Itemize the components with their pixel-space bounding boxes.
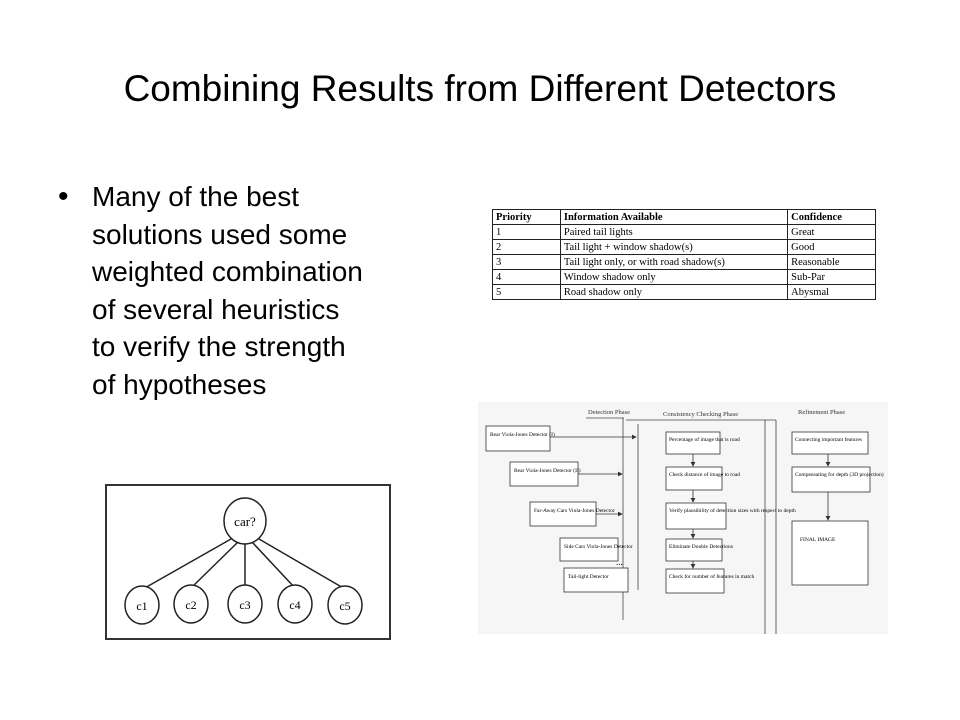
tree-child-node: c5 xyxy=(327,585,363,625)
header-confidence: Confidence xyxy=(787,209,876,225)
check-label: Eliminate Double Detections xyxy=(669,544,733,550)
bullet-line: weighted combination xyxy=(92,256,363,287)
cell-priority: 5 xyxy=(492,284,561,300)
table-row: 2 Tail light + window shadow(s) Good xyxy=(492,239,876,255)
detector-label: Rear Viola-Jones Detector (I) xyxy=(490,431,555,438)
cell-information: Window shadow only xyxy=(559,269,789,285)
final-image-box: FINAL IMAGE xyxy=(791,520,869,586)
detector-label: Side Cars Viola-Jones Detector xyxy=(564,544,633,550)
bullet-marker: • xyxy=(58,180,69,213)
tree-child-label: c3 xyxy=(239,598,250,612)
tree-edges xyxy=(142,538,346,590)
bullet-line: of hypotheses xyxy=(92,368,267,400)
final-image-label: FINAL IMAGE xyxy=(800,537,836,543)
flowchart-ellipsis: ... xyxy=(616,557,623,567)
detector-label: Far-Away Cars Viola-Jones Detector xyxy=(534,508,615,514)
bullet-text: Many of the best solutions used some wei… xyxy=(92,178,462,403)
table-row: 3 Tail light only, or with road shadow(s… xyxy=(492,254,876,270)
check-box: Verify plausibility of detection sizes w… xyxy=(665,502,796,530)
tree-child-node: c3 xyxy=(227,584,263,624)
tree-child-node: c4 xyxy=(277,584,313,624)
check-label: Check distance of image to road xyxy=(669,471,740,478)
check-box: Check for number of features in match xyxy=(665,568,754,594)
cell-information: Paired tail lights xyxy=(559,224,789,240)
tree-child-node: c2 xyxy=(173,584,209,624)
detector-box: Rear Viola-Jones Detector (II) xyxy=(509,461,581,487)
bullet-line: Many of the best xyxy=(92,181,300,212)
check-label: Check for number of features in match xyxy=(669,573,754,580)
detector-box: Tail-light Detector xyxy=(563,567,629,593)
phase-label-consistency: Consistency Checking Phase xyxy=(663,411,738,418)
cell-priority: 4 xyxy=(492,269,561,285)
check-label: Percentage of image that is road xyxy=(669,436,740,443)
detector-label: Rear Viola-Jones Detector (II) xyxy=(514,467,581,474)
check-box: Eliminate Double Detections xyxy=(665,538,733,562)
cell-information: Tail light + window shadow(s) xyxy=(559,239,789,255)
tree-diagram: car? c1 c2 c3 c4 c5 xyxy=(105,484,391,640)
cell-confidence: Good xyxy=(787,239,876,255)
phase-label-refinement: Refinement Phase xyxy=(798,409,845,416)
cell-confidence: Abysmal xyxy=(787,284,876,300)
header-information: Information Available xyxy=(559,209,789,225)
detector-box: Rear Viola-Jones Detector (I) xyxy=(485,425,555,452)
header-priority: Priority xyxy=(492,209,561,225)
cell-priority: 1 xyxy=(492,224,561,240)
cell-priority: 2 xyxy=(492,239,561,255)
phase-label-detection: Detection Phase xyxy=(588,409,630,416)
refinement-box: Connecting important features xyxy=(791,431,869,455)
check-label: Verify plausibility of detection sizes w… xyxy=(669,507,796,514)
cell-confidence: Sub-Par xyxy=(787,269,876,285)
tree-child-label: c1 xyxy=(136,599,147,613)
cell-priority: 3 xyxy=(492,254,561,270)
cell-confidence: Great xyxy=(787,224,876,240)
table-header-row: Priority Information Available Confidenc… xyxy=(492,209,876,225)
table-row: 4 Window shadow only Sub-Par xyxy=(492,269,876,285)
slide-title: Combining Results from Different Detecto… xyxy=(123,68,837,109)
tree-child-node: c1 xyxy=(124,585,160,625)
check-box: Check distance of image to road xyxy=(665,466,740,491)
tree-root-label: car? xyxy=(234,514,256,529)
priority-table: Priority Information Available Confidenc… xyxy=(492,209,876,300)
bullet-line: solutions used some xyxy=(92,218,348,250)
table-row: 5 Road shadow only Abysmal xyxy=(492,284,876,300)
detection-flowchart: Detection Phase Consistency Checking Pha… xyxy=(478,402,888,634)
cell-information: Road shadow only xyxy=(559,284,789,300)
tree-child-label: c2 xyxy=(185,598,196,612)
tree-child-label: c4 xyxy=(289,598,300,612)
tree-root-node: car? xyxy=(223,497,267,545)
refinement-label: Compensating for depth (3D projection) xyxy=(795,471,884,478)
cell-information: Tail light only, or with road shadow(s) xyxy=(559,254,789,270)
refinement-box: Compensating for depth (3D projection) xyxy=(791,466,884,493)
refinement-label: Connecting important features xyxy=(795,436,862,443)
tree-child-label: c5 xyxy=(339,599,350,613)
table-row: 1 Paired tail lights Great xyxy=(492,224,876,240)
bullet-line: to verify the strength xyxy=(92,331,346,362)
cell-confidence: Reasonable xyxy=(787,254,876,270)
detector-box: Side Cars Viola-Jones Detector xyxy=(559,537,633,562)
bullet-line: of several heuristics xyxy=(92,293,340,325)
detector-label: Tail-light Detector xyxy=(568,574,609,580)
